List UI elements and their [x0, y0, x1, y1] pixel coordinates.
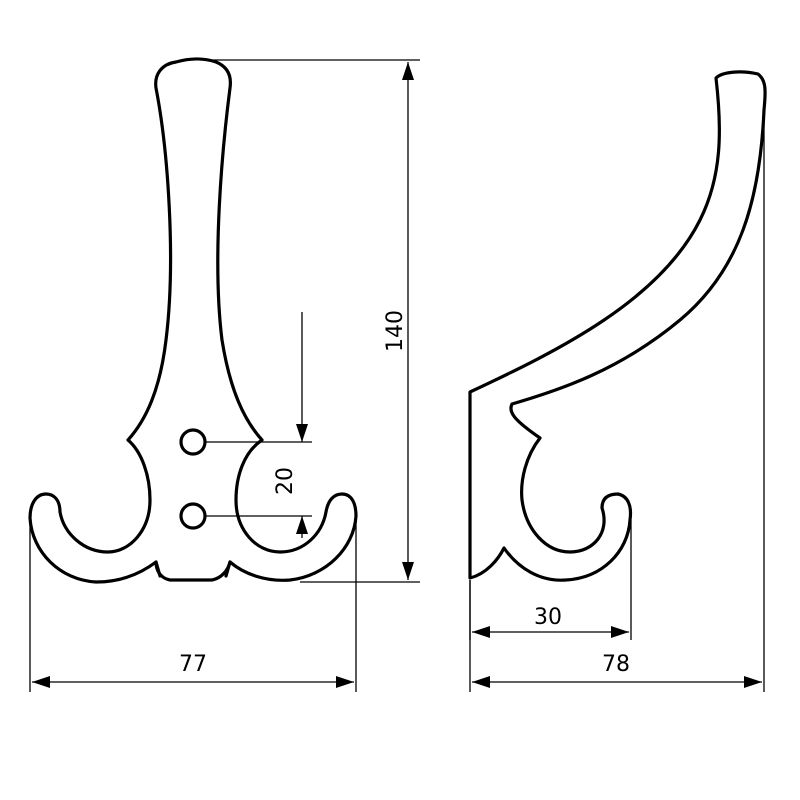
front-view-bottom-notch [154, 560, 232, 578]
front-view [28, 57, 358, 584]
hook-depth-arrow-left [472, 626, 490, 638]
front-width-arrow-left [32, 676, 50, 688]
dimension-side-depth: 78 [469, 110, 765, 692]
dimension-hole-spacing: 20 [206, 312, 312, 538]
hook-depth-label: 30 [534, 605, 562, 630]
height-arrow-bottom [402, 562, 414, 580]
hole-spacing-arrow-bottom [296, 516, 308, 534]
dimension-height: 140 [200, 59, 420, 583]
front-width-label: 77 [179, 652, 207, 677]
height-label: 140 [383, 310, 408, 352]
side-view [468, 70, 767, 582]
side-depth-label: 78 [602, 652, 630, 677]
dimension-front-width: 77 [29, 520, 357, 692]
side-depth-arrow-left [472, 676, 490, 688]
hook-depth-arrow-right [611, 626, 629, 638]
front-view-outline [28, 57, 358, 584]
side-depth-arrow-right [744, 676, 762, 688]
hole-spacing-label: 20 [273, 467, 298, 495]
mounting-hole-upper [179, 428, 207, 456]
mounting-hole-lower [179, 502, 207, 530]
height-arrow-top [402, 62, 414, 80]
side-view-outline [468, 70, 767, 582]
hole-spacing-arrow-top [296, 424, 308, 442]
front-width-arrow-right [336, 676, 354, 688]
